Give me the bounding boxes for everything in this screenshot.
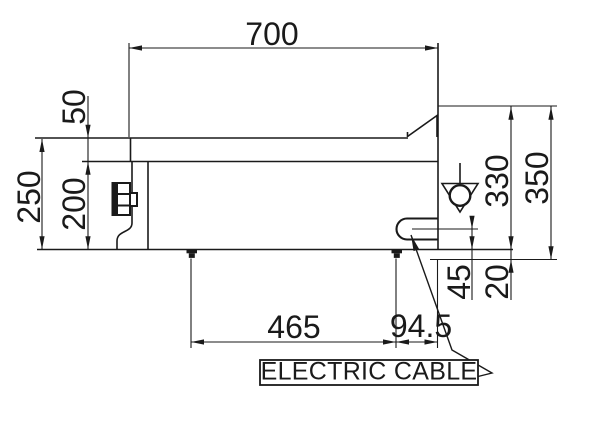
dim-overall-height-label: 250 bbox=[11, 170, 47, 223]
foot-right bbox=[391, 249, 402, 258]
control-knob-icon bbox=[111, 182, 138, 216]
front-face-profile bbox=[116, 161, 133, 250]
dim-worktop-thickness-label: 50 bbox=[56, 89, 92, 125]
dim-body-height: 200 bbox=[56, 177, 92, 250]
dim-back-height-label: 330 bbox=[479, 154, 515, 207]
dim-overall-height: 250 bbox=[11, 139, 47, 250]
splash-guard bbox=[406, 113, 438, 138]
dim-cable-height: 45 bbox=[441, 215, 477, 300]
leader-line bbox=[410, 234, 494, 378]
dim-cable-to-edge: 94.5 bbox=[390, 308, 452, 345]
splash-guard-gusset bbox=[407, 113, 438, 138]
dim-cable-height-label: 45 bbox=[441, 264, 477, 300]
dim-top-width-label: 700 bbox=[245, 16, 298, 52]
dim-worktop-thickness: 50 bbox=[56, 89, 92, 249]
dim-feet-spacing-label: 465 bbox=[267, 309, 320, 345]
dim-foot-height: 20 bbox=[479, 259, 515, 300]
foot-left bbox=[186, 249, 197, 258]
equipotential-bonding-icon bbox=[440, 163, 480, 214]
dim-back-overall-height-label: 350 bbox=[519, 151, 555, 204]
dim-top-width: 700 bbox=[128, 16, 438, 137]
dim-body-height-label: 200 bbox=[56, 177, 92, 230]
dim-cable-to-edge-label: 94.5 bbox=[390, 308, 452, 344]
appliance-body bbox=[35, 43, 513, 251]
dim-foot-height-label: 20 bbox=[479, 264, 515, 300]
electric-cable-label: ELECTRIC CABLE bbox=[261, 358, 478, 386]
electric-cable-callout: ELECTRIC CABLE bbox=[259, 358, 479, 386]
dim-back-overall-height: 350 bbox=[519, 106, 555, 260]
